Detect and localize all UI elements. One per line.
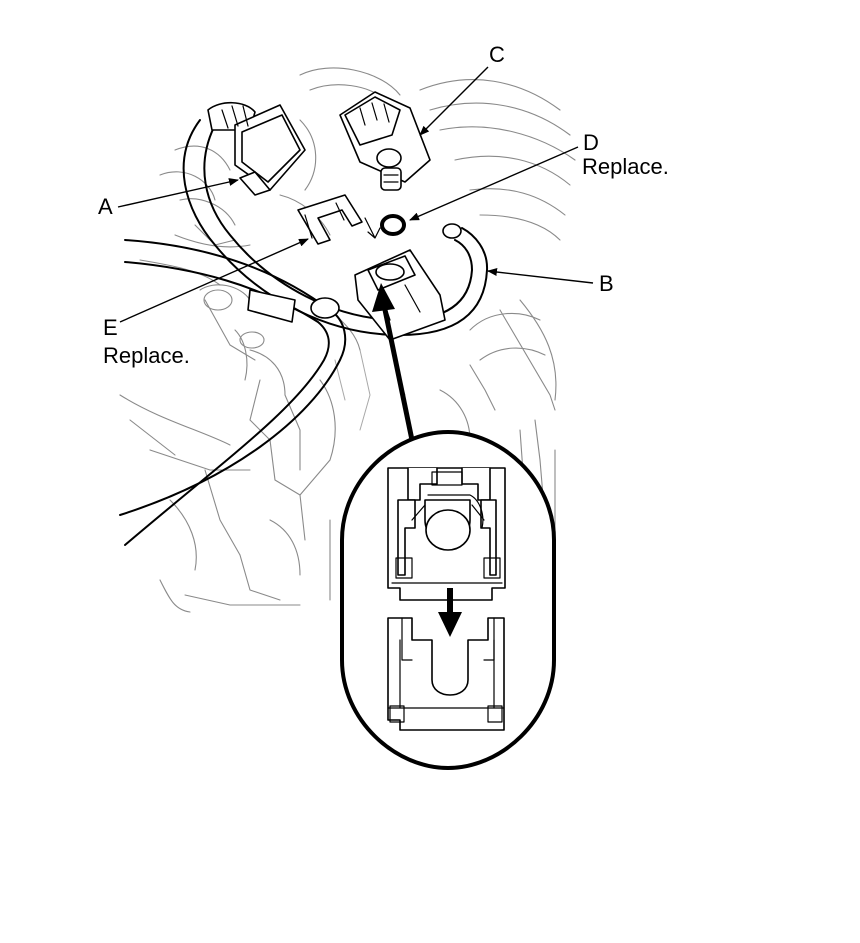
clip-removed <box>387 617 505 731</box>
label-c: C <box>489 42 505 67</box>
removal-arrow-icon <box>438 588 462 637</box>
detail-arrow-icon <box>372 283 415 441</box>
map-sensor-c <box>339 91 431 191</box>
vacuum-hose-b <box>182 119 489 337</box>
retaining-clip-e <box>297 194 381 245</box>
label-d: D <box>583 130 599 155</box>
label-e: E <box>103 315 118 340</box>
clip-installed <box>387 467 506 601</box>
callout-leaders <box>117 66 594 323</box>
o-ring-d <box>380 214 406 236</box>
connector-a <box>207 101 306 196</box>
detail-inset <box>340 429 556 771</box>
label-d-note: Replace. <box>582 154 669 179</box>
label-b: B <box>599 271 614 296</box>
label-a: A <box>98 194 113 219</box>
sensor-mount-bracket <box>354 249 446 341</box>
wiring-harness <box>119 239 347 546</box>
label-e-note: Replace. <box>103 343 190 368</box>
